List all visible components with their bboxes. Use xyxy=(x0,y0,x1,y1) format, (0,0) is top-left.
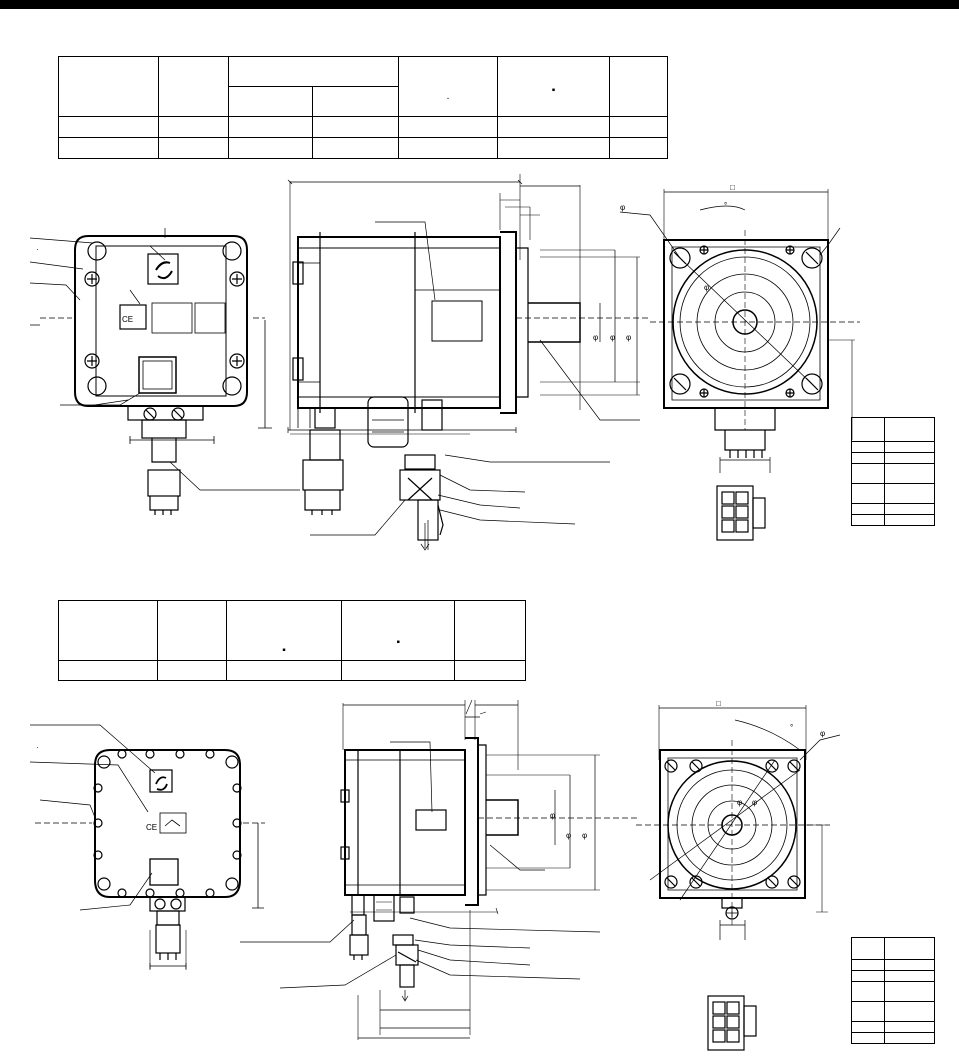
label-phi-7: φ xyxy=(550,811,555,820)
motor-front-view-bottom xyxy=(636,705,841,1051)
label-phi-11: φ xyxy=(752,798,757,807)
motor-side-view-top xyxy=(287,174,650,551)
spec-table-bottom-h1 xyxy=(57,600,159,661)
motor-rear-view-bottom xyxy=(29,724,265,970)
spec-cell xyxy=(58,137,159,159)
spec-table-top: . ▪ xyxy=(58,56,668,159)
spec-cell xyxy=(609,137,668,159)
motor-side-view-bottom xyxy=(240,699,640,1040)
spec-cell xyxy=(454,660,526,681)
pin-table-bottom xyxy=(851,937,935,1044)
pin-cell xyxy=(884,514,935,526)
label-phi-6: φ xyxy=(626,333,631,342)
pin-cell xyxy=(884,1032,935,1044)
motor-front-view-top xyxy=(619,189,860,541)
spec-table-bottom-h5 xyxy=(454,600,526,661)
spec-table-bottom: ▪ ▪ xyxy=(57,600,526,681)
label-phi-5: φ xyxy=(610,333,615,342)
label-phi-1: φ xyxy=(620,203,625,212)
label-phi-2: φ xyxy=(820,729,825,738)
label-deg-1: ° xyxy=(724,201,727,210)
spec-table-top-h6 xyxy=(609,56,668,117)
spec-cell xyxy=(228,137,313,159)
spec-cell xyxy=(496,137,611,159)
spec-cell xyxy=(341,660,456,681)
page-header-bar xyxy=(0,0,959,9)
label-phi-3: φ xyxy=(704,283,709,292)
label-dot-1: · xyxy=(36,245,39,254)
spec-cell xyxy=(57,660,159,681)
label-square-2: □ xyxy=(716,699,721,708)
label-square-1: □ xyxy=(730,183,735,192)
spec-table-bottom-h2 xyxy=(157,600,227,661)
spec-table-top-h5: ▪ xyxy=(496,56,611,117)
label-phi-8: φ xyxy=(566,831,571,840)
pin-table-top xyxy=(851,417,935,526)
spec-table-top-h3a xyxy=(228,86,313,117)
label-deg-2: ° xyxy=(790,723,793,732)
spec-table-bottom-h3: ▪ xyxy=(225,600,343,661)
motor-rear-view-top xyxy=(29,228,300,515)
label-ce-1: CE xyxy=(122,315,133,324)
label-phi-10: φ xyxy=(737,798,742,807)
label-ce-2: CE xyxy=(146,823,157,832)
label-dot-2: · xyxy=(36,743,39,752)
annotation-symbols: · · φ φ □ □ ° ° φ φ φ φ φ φ φ φ φ CE CE xyxy=(36,183,825,840)
label-phi-4: φ xyxy=(593,333,598,342)
label-phi-9: φ xyxy=(582,831,587,840)
